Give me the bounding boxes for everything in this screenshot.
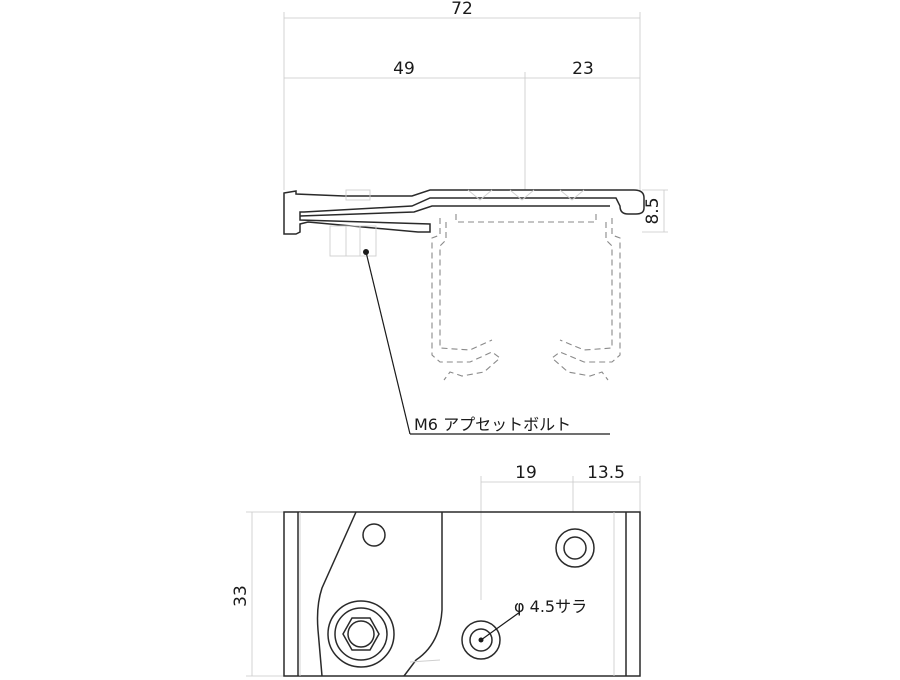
hex-bolt-head	[327, 600, 395, 668]
dim-19: 19	[515, 463, 537, 483]
rail-hidden-outline	[431, 214, 621, 381]
bolt-leader	[363, 249, 610, 435]
dimension-lines-top	[283, 12, 668, 233]
hole-leader	[478, 611, 521, 643]
dimension-lines-bottom	[246, 476, 641, 677]
bracket-profile	[283, 189, 645, 257]
bracket-plan-view	[283, 511, 641, 677]
dim-13-5: 13.5	[587, 463, 625, 483]
dim-33: 33	[231, 585, 251, 607]
mounting-hole-upper	[555, 528, 595, 568]
hole-callout: φ 4.5サラ	[514, 597, 587, 616]
bolt-callout: M6 アプセットボルト	[414, 415, 571, 434]
dim-8-5: 8.5	[643, 197, 663, 224]
dim-49: 49	[393, 59, 415, 79]
dim-72: 72	[451, 0, 473, 19]
countersunk-hole	[461, 620, 501, 660]
dim-23: 23	[572, 59, 594, 79]
